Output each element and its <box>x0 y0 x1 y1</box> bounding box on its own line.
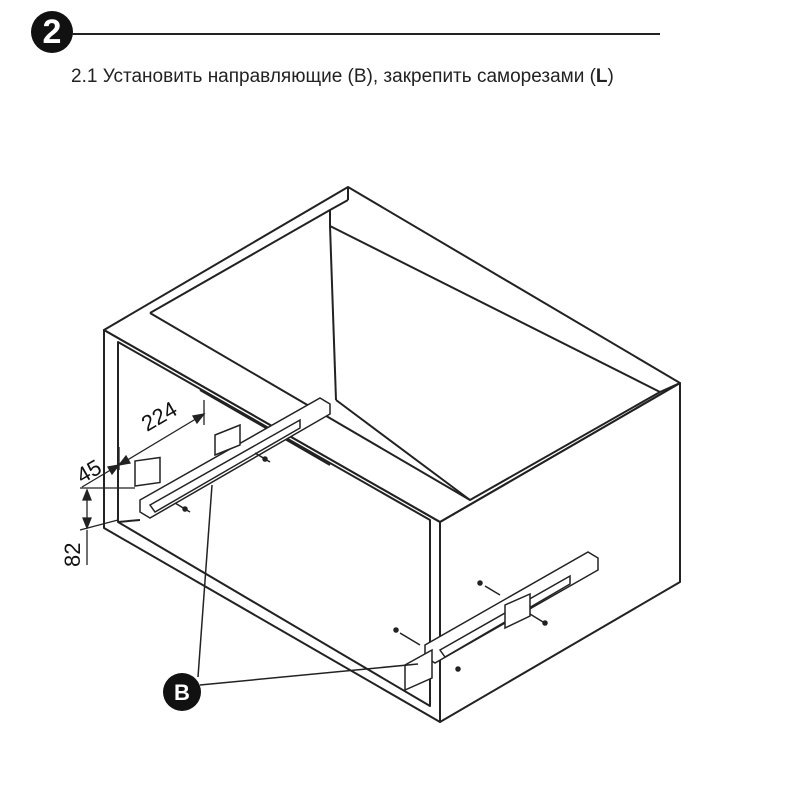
dimension-line-224 <box>118 413 205 466</box>
cabinet-front-opening <box>117 341 431 707</box>
callout-leader-right <box>199 663 419 686</box>
instruction-bold-label: L <box>595 66 608 87</box>
instruction-suffix: ) <box>607 66 614 87</box>
callout-leader-left <box>197 484 213 678</box>
cabinet-front-outline <box>103 329 441 723</box>
callout-b-label: B <box>174 680 190 705</box>
left-drawer-slide <box>134 397 331 519</box>
callout-b-badge <box>163 673 201 711</box>
instruction-prefix: 2.1 Установить направляющие (B), закрепи… <box>71 66 596 87</box>
step-number-badge: 2 <box>31 11 73 53</box>
right-drawer-slide <box>393 551 599 692</box>
top-panel-inner <box>149 209 661 501</box>
cabinet-right-side-outline <box>439 382 681 723</box>
back-panel-edge <box>329 225 337 401</box>
step-divider <box>72 33 660 35</box>
dimension-82-label: 82 <box>60 543 85 567</box>
instruction-text: 2.1 Установить направляющие (B), закрепи… <box>71 66 614 88</box>
dimension-224-label: 224 <box>137 396 181 436</box>
dimension-45-label: 45 <box>72 454 106 488</box>
